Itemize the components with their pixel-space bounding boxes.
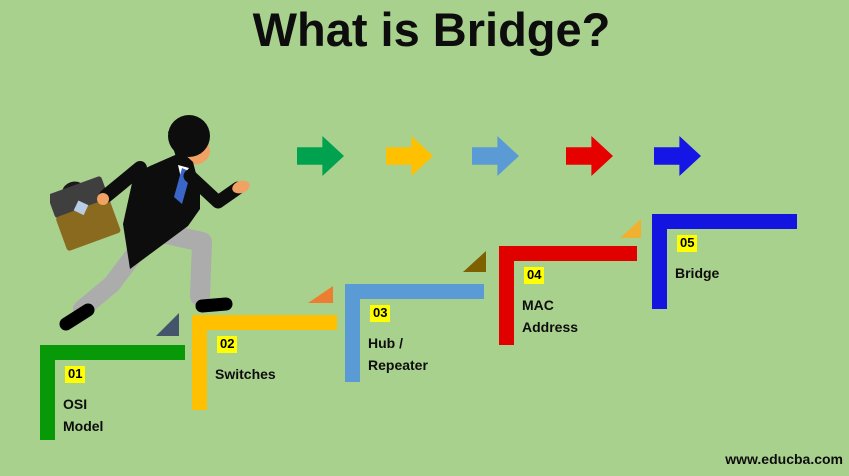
briefcase-body <box>56 198 121 251</box>
step-bar <box>40 345 55 440</box>
corner-triangle-icon <box>463 251 486 272</box>
watermark-text: www.educba.com <box>725 451 843 467</box>
yellow-arrow-icon <box>386 136 433 176</box>
step-bar <box>40 345 185 360</box>
step-number-badge: 03 <box>370 305 391 322</box>
light-blue-arrow-icon <box>472 136 519 176</box>
step-bar <box>499 246 637 261</box>
step-bar <box>499 246 514 345</box>
corner-triangle-icon <box>308 286 333 303</box>
step-number-badge: 04 <box>524 267 545 284</box>
front-shoe-icon <box>195 297 233 313</box>
step-bar <box>345 284 360 382</box>
step-bar <box>652 214 667 309</box>
step-bar <box>192 315 207 410</box>
corner-triangle-icon <box>620 219 641 238</box>
briefcase-clasp <box>73 200 89 216</box>
front-arm <box>183 169 245 209</box>
green-arrow-icon <box>297 136 344 176</box>
back-shoe-icon <box>59 303 95 331</box>
red-arrow-icon <box>566 136 613 176</box>
back-arm <box>99 161 147 203</box>
step-bar <box>192 315 337 330</box>
step-label: MAC Address <box>522 297 579 335</box>
step-bar <box>345 284 484 299</box>
step-label: Switches <box>215 366 276 382</box>
step-label: Hub / Repeater <box>368 335 428 373</box>
step-number-badge: 01 <box>65 366 86 383</box>
briefcase-icon <box>50 176 121 251</box>
briefcase-flap <box>50 176 109 218</box>
step-label: OSI Model <box>63 396 104 434</box>
step-number-badge: 02 <box>217 336 238 353</box>
blue-arrow-icon <box>654 136 701 176</box>
front-hand <box>232 180 250 194</box>
step-bar <box>652 214 797 229</box>
page-title: What is Bridge? <box>252 3 611 56</box>
step-number-badge: 05 <box>677 235 698 252</box>
running-businessman-illustration <box>50 115 250 331</box>
back-hand <box>97 193 109 205</box>
step-label: Bridge <box>675 265 720 281</box>
